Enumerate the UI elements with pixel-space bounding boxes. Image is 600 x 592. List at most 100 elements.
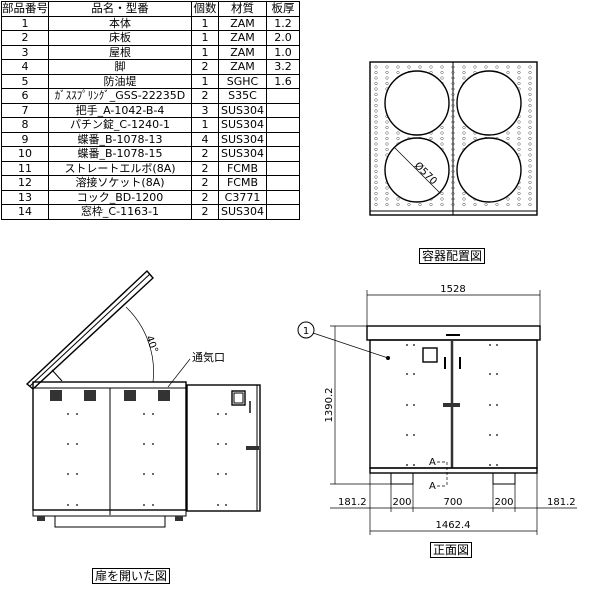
hole	[440, 202, 444, 207]
rivet	[406, 344, 408, 346]
table-cell: 10	[1, 146, 49, 162]
rivet	[152, 473, 154, 475]
vent-louver	[50, 390, 62, 401]
hole	[374, 136, 378, 141]
oil-dike	[54, 515, 166, 528]
table-cell: SUS304	[218, 146, 267, 162]
table-header-row: 部品番号品名・型番個数材質板厚	[1, 1, 300, 17]
base-rail	[369, 467, 538, 474]
table-cell: SUS304	[218, 204, 267, 220]
table-cell: SGHC	[218, 73, 267, 89]
rivet	[67, 504, 69, 506]
rivet	[217, 473, 219, 475]
rivet	[489, 373, 491, 375]
hole	[374, 87, 378, 91]
hole	[374, 103, 378, 108]
rivet	[413, 464, 415, 466]
section-mark-bottom: A	[429, 481, 436, 492]
hole	[462, 202, 466, 207]
hole	[451, 92, 455, 97]
table-cell: 1.0	[266, 44, 300, 60]
hole	[385, 70, 389, 75]
table-cell: SUS304	[218, 131, 267, 147]
latch	[246, 446, 259, 450]
rivet	[76, 443, 78, 445]
rivet	[225, 413, 227, 415]
hole	[374, 186, 378, 190]
hole	[528, 153, 532, 157]
hole	[462, 65, 466, 69]
table-cell: 2	[191, 204, 219, 220]
hole	[528, 142, 532, 146]
hole	[473, 202, 477, 207]
hole	[528, 92, 532, 97]
balloon-leader	[312, 332, 389, 359]
hole	[528, 76, 532, 80]
hole	[451, 180, 455, 185]
hole	[418, 202, 422, 207]
hole	[451, 114, 455, 119]
hole	[451, 81, 455, 86]
hole	[451, 202, 455, 207]
hole	[528, 169, 532, 174]
section-mark-top: A	[429, 457, 436, 468]
hole	[451, 164, 455, 168]
hole	[451, 98, 455, 102]
rivet	[496, 373, 498, 375]
rivet	[489, 434, 491, 436]
hole	[517, 202, 521, 207]
hole	[418, 65, 422, 69]
table-cell: ZAM	[218, 15, 267, 31]
rivet	[217, 413, 219, 415]
hole	[528, 147, 532, 152]
rivet	[496, 404, 498, 406]
table-cell: 蝶番_B-1078-15	[48, 146, 192, 162]
hole	[517, 131, 521, 135]
column-header: 個数	[191, 1, 219, 17]
hole	[407, 65, 411, 69]
hole	[517, 197, 521, 201]
hole	[517, 125, 521, 130]
hole	[528, 186, 532, 190]
hole	[528, 87, 532, 91]
hole	[374, 142, 378, 146]
hole	[495, 202, 499, 207]
dim-width-top: 1528	[440, 284, 465, 295]
hole	[385, 191, 389, 196]
rivet	[76, 504, 78, 506]
table-cell	[266, 117, 300, 133]
hole	[506, 70, 510, 75]
column-header: 板厚	[266, 1, 300, 17]
rivet	[413, 373, 415, 375]
hole	[462, 131, 466, 135]
hole	[385, 65, 389, 69]
hole	[506, 136, 510, 141]
hole	[528, 136, 532, 141]
table-cell: 14	[1, 204, 49, 220]
vent-leader-line	[167, 358, 191, 388]
part-balloon	[297, 321, 315, 339]
rivet	[143, 413, 145, 415]
hole	[429, 136, 433, 141]
angle-arc	[125, 306, 154, 383]
hole	[440, 125, 444, 130]
dim-offset-left: 181.2	[338, 497, 367, 508]
rivet-dots	[67, 413, 227, 506]
hole	[528, 103, 532, 108]
table-cell: 蝶番_B-1078-13	[48, 131, 192, 147]
hole	[517, 136, 521, 141]
hole	[396, 136, 400, 141]
rivet	[143, 504, 145, 506]
hole	[440, 131, 444, 135]
hole	[385, 131, 389, 135]
hole	[451, 103, 455, 108]
hole	[440, 76, 444, 80]
hole	[451, 197, 455, 201]
hole	[396, 70, 400, 75]
vent-louver	[124, 390, 136, 401]
